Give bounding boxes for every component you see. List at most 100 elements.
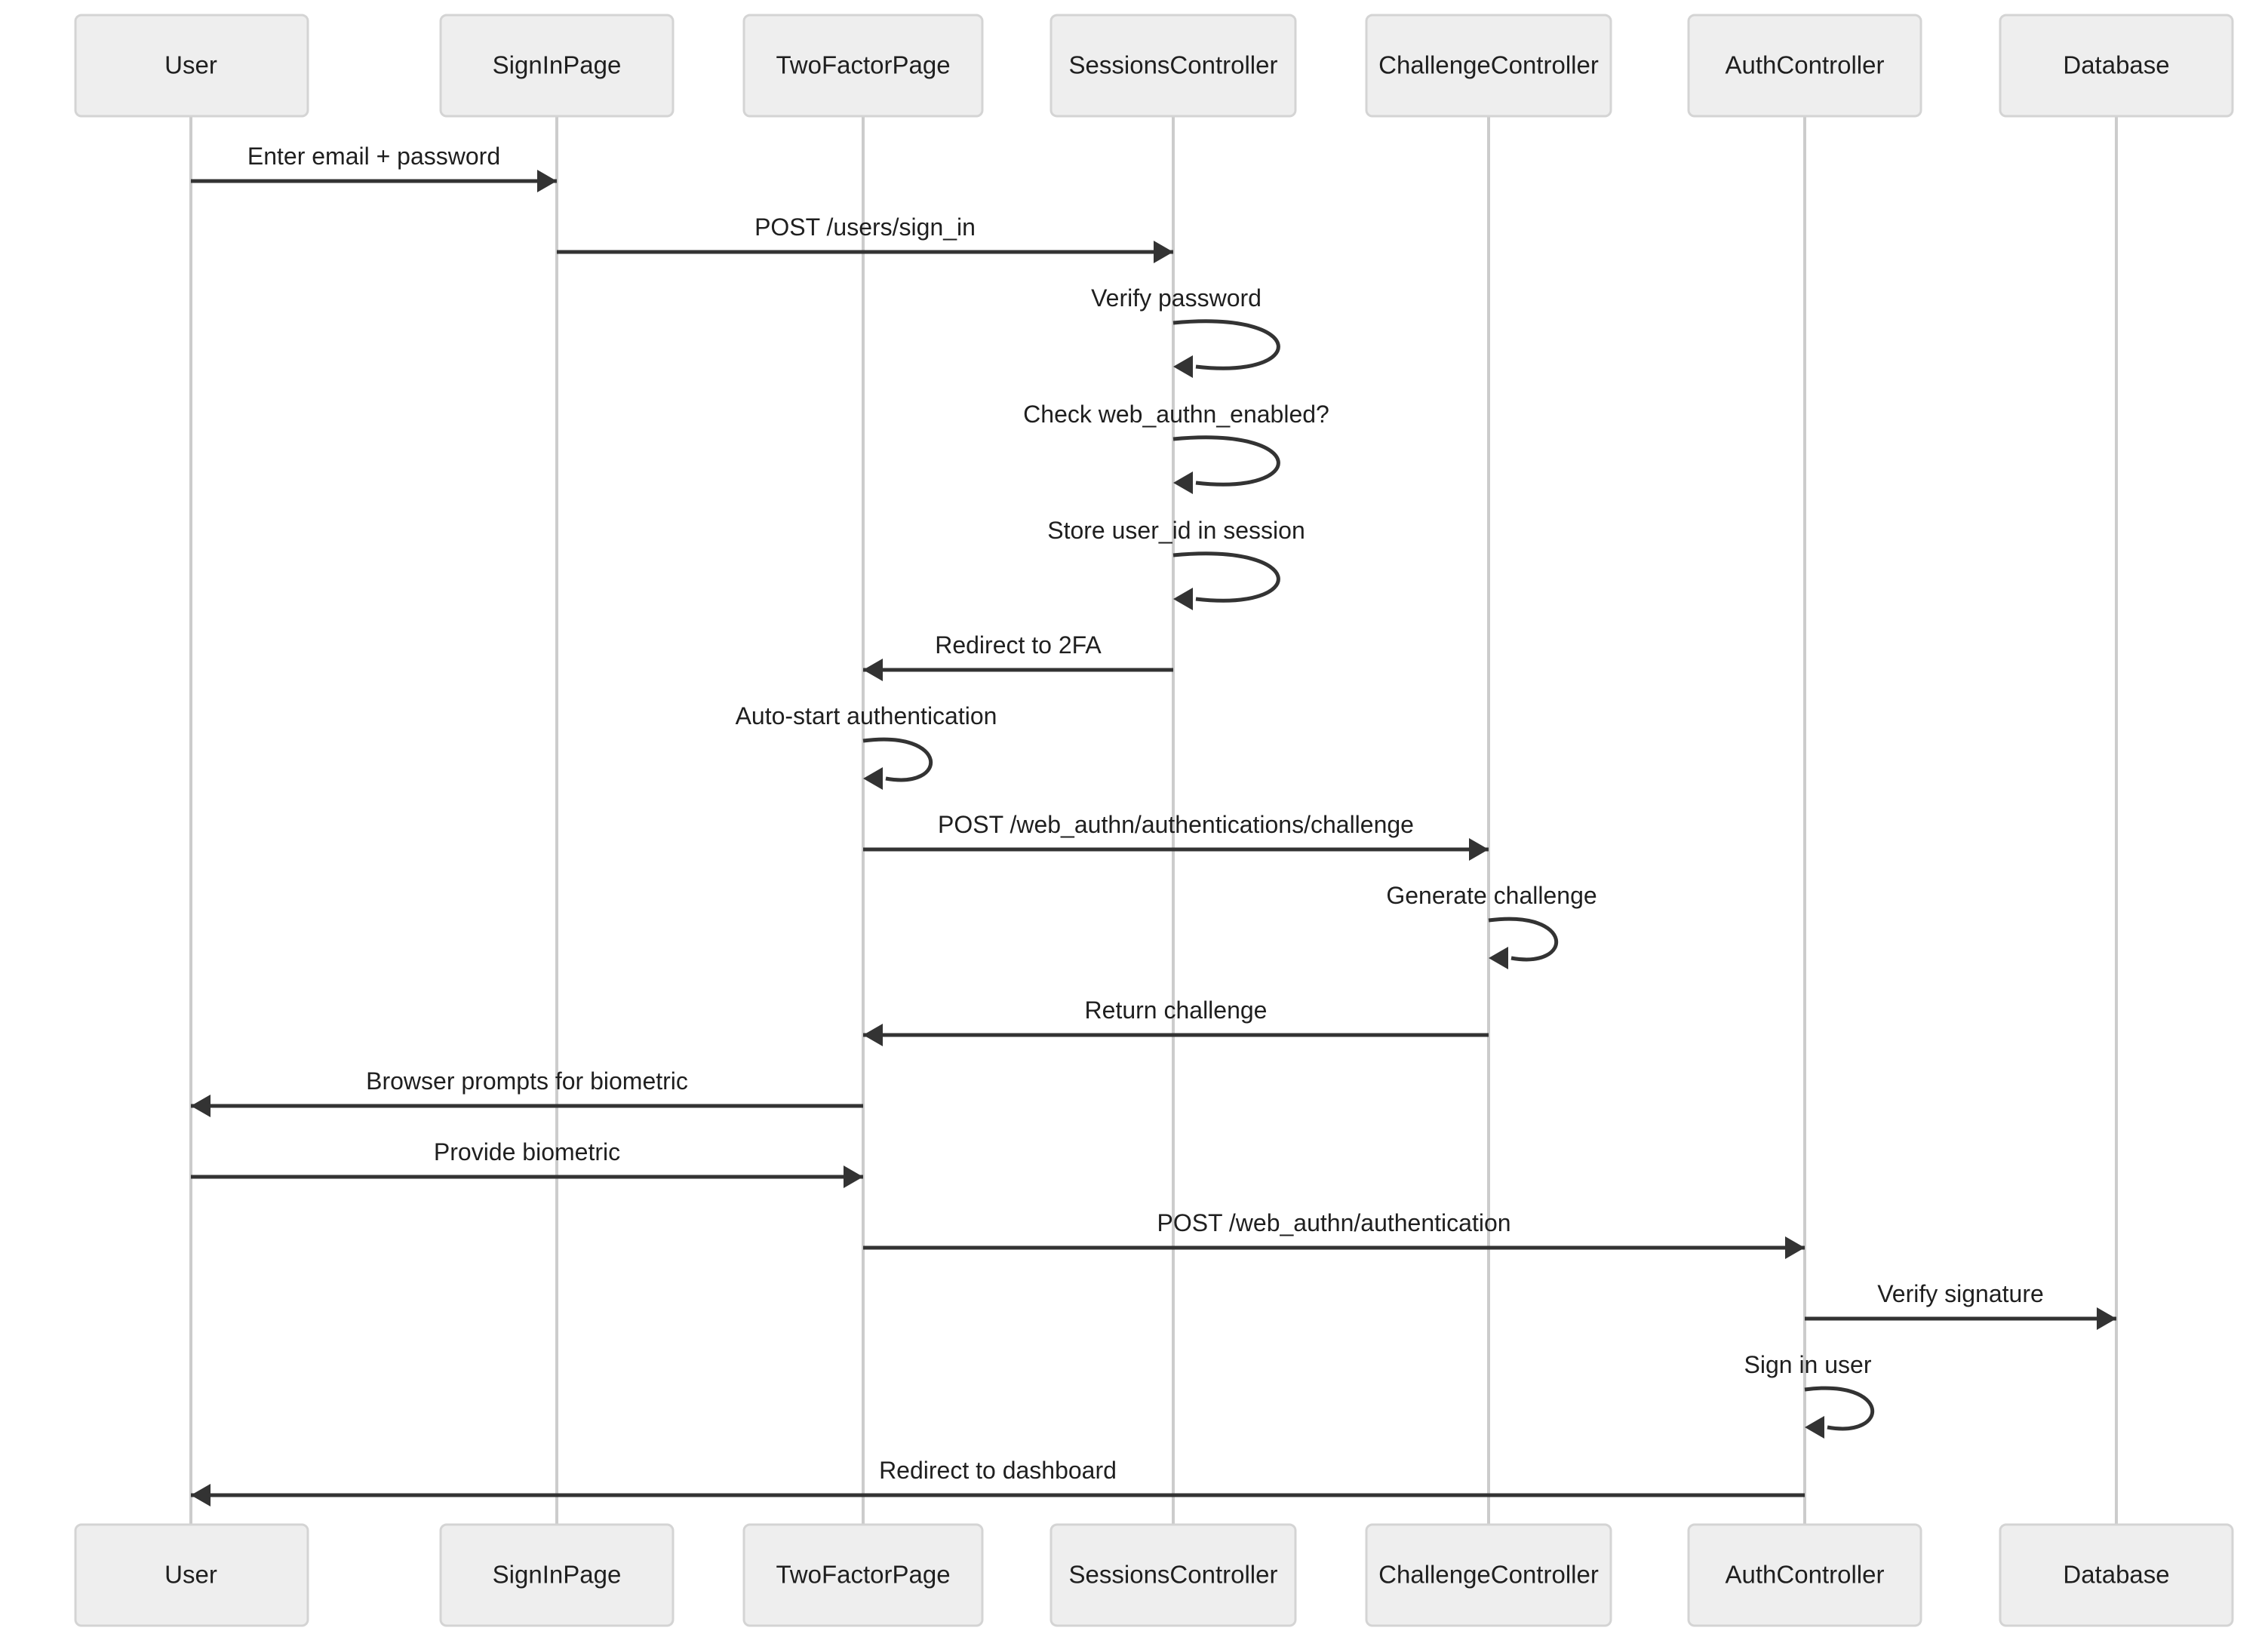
participant-box[interactable] [1999, 14, 2234, 118]
participant-label: SignInPage [493, 51, 622, 79]
participant-label: TwoFactorPage [776, 51, 950, 79]
self-message-loop [862, 737, 933, 782]
participant-box[interactable] [74, 1523, 309, 1627]
participant-box[interactable] [439, 1523, 675, 1627]
participant-header-row: User SignInPage TwoFactorPage SessionsContr… [74, 14, 2234, 118]
participant-footer-row: User SignInPage TwoFactorPage SessionsContr… [74, 1523, 2234, 1627]
message-4[interactable]: Store user_id in session [1047, 517, 1305, 610]
message-label: Redirect to dashboard [879, 1457, 1117, 1484]
participant-box[interactable] [1049, 1523, 1297, 1627]
participant-box[interactable] [742, 1523, 984, 1627]
participant-box[interactable] [1049, 14, 1297, 118]
participant-label: Database [2063, 1561, 2169, 1589]
participant-header-auth[interactable]: AuthController [1687, 14, 1922, 118]
message-8[interactable]: Generate challenge [1386, 882, 1597, 969]
participant-label: SignInPage [493, 1561, 622, 1589]
participant-header-user[interactable]: User [74, 14, 309, 118]
participant-label: AuthController [1726, 1561, 1885, 1589]
arrow-head-icon [1173, 471, 1193, 494]
participant-header-twofactor[interactable]: TwoFactorPage [742, 14, 984, 118]
message-label: Sign in user [1744, 1351, 1872, 1378]
participant-footer-user[interactable]: User [74, 1523, 309, 1627]
message-label: Return challenge [1085, 997, 1268, 1024]
arrow-head-icon [1469, 838, 1489, 861]
message-12[interactable]: POST /web_authn/authentication [863, 1209, 1805, 1259]
participant-footer-challenge[interactable]: ChallengeController [1365, 1523, 1612, 1627]
participant-label: User [164, 1561, 217, 1589]
participant-footer-database[interactable]: Database [1999, 1523, 2234, 1627]
participant-box[interactable] [1687, 1523, 1922, 1627]
self-message-loop [1488, 917, 1559, 962]
message-label: Provide biometric [434, 1138, 620, 1166]
participant-box[interactable] [742, 14, 984, 118]
participant-header-sessions[interactable]: SessionsController [1049, 14, 1297, 118]
participant-header-database[interactable]: Database [1999, 14, 2234, 118]
arrow-head-icon [537, 170, 557, 192]
participant-label: ChallengeController [1378, 51, 1599, 79]
message-label: Store user_id in session [1047, 517, 1305, 544]
self-message-loop [1804, 1386, 1875, 1431]
participant-footer-twofactor[interactable]: TwoFactorPage [742, 1523, 984, 1627]
message-14[interactable]: Sign in user [1744, 1351, 1875, 1439]
message-label: POST /web_authn/authentications/challeng… [938, 811, 1414, 838]
arrow-head-icon [863, 1024, 883, 1046]
participant-label: ChallengeController [1378, 1561, 1599, 1589]
participant-label: AuthController [1726, 51, 1885, 79]
participant-footer-signin[interactable]: SignInPage [439, 1523, 675, 1627]
participant-label: SessionsController [1069, 51, 1278, 79]
message-label: Enter email + password [247, 143, 500, 170]
arrow-head-icon [191, 1484, 211, 1506]
participant-label: Database [2063, 51, 2169, 79]
participant-box[interactable] [439, 14, 675, 118]
message-7[interactable]: POST /web_authn/authentications/challeng… [863, 811, 1489, 861]
participant-header-challenge[interactable]: ChallengeController [1365, 14, 1612, 118]
message-5[interactable]: Redirect to 2FA [863, 631, 1173, 681]
arrow-head-icon [1785, 1236, 1805, 1259]
arrow-head-icon [1173, 355, 1193, 378]
message-11[interactable]: Provide biometric [191, 1138, 863, 1188]
self-message-loop [1172, 435, 1280, 487]
participant-label: User [164, 51, 217, 79]
message-3[interactable]: Check web_authn_enabled? [1023, 401, 1329, 494]
message-label: Auto-start authentication [736, 702, 997, 729]
message-label: Generate challenge [1386, 882, 1597, 909]
message-13[interactable]: Verify signature [1805, 1280, 2116, 1330]
participant-label: SessionsController [1069, 1561, 1278, 1589]
participant-header-signin[interactable]: SignInPage [439, 14, 675, 118]
message-10[interactable]: Browser prompts for biometric [191, 1067, 863, 1117]
participant-box[interactable] [74, 14, 309, 118]
message-label: POST /users/sign_in [754, 213, 976, 241]
message-label: Redirect to 2FA [935, 631, 1102, 659]
message-label: Verify signature [1877, 1280, 2044, 1307]
self-message-loop [1172, 319, 1280, 370]
message-15[interactable]: Redirect to dashboard [191, 1457, 1805, 1506]
message-label: Verify password [1091, 284, 1262, 312]
message-9[interactable]: Return challenge [863, 997, 1489, 1046]
participant-box[interactable] [1999, 1523, 2234, 1627]
participant-footer-sessions[interactable]: SessionsController [1049, 1523, 1297, 1627]
message-6[interactable]: Auto-start authentication [736, 702, 997, 790]
participant-box[interactable] [1687, 14, 1922, 118]
message-label: Browser prompts for biometric [366, 1067, 688, 1095]
arrow-head-icon [1173, 588, 1193, 610]
self-message-loop [1172, 551, 1280, 603]
arrow-head-icon [863, 767, 883, 790]
message-2[interactable]: Verify password [1091, 284, 1280, 378]
message-label: POST /web_authn/authentication [1157, 1209, 1510, 1236]
participant-footer-auth[interactable]: AuthController [1687, 1523, 1922, 1627]
message-label: Check web_authn_enabled? [1023, 401, 1329, 428]
lifelines-group [189, 116, 2118, 1525]
arrow-head-icon [863, 659, 883, 681]
arrow-head-icon [1489, 947, 1508, 969]
arrow-head-icon [844, 1166, 863, 1188]
arrow-head-icon [1154, 241, 1173, 263]
arrow-head-icon [191, 1095, 211, 1117]
message-1[interactable]: POST /users/sign_in [557, 213, 1173, 263]
message-0[interactable]: Enter email + password [191, 143, 557, 192]
arrow-head-icon [1805, 1416, 1824, 1439]
participant-box[interactable] [1365, 14, 1612, 118]
participant-box[interactable] [1365, 1523, 1612, 1627]
